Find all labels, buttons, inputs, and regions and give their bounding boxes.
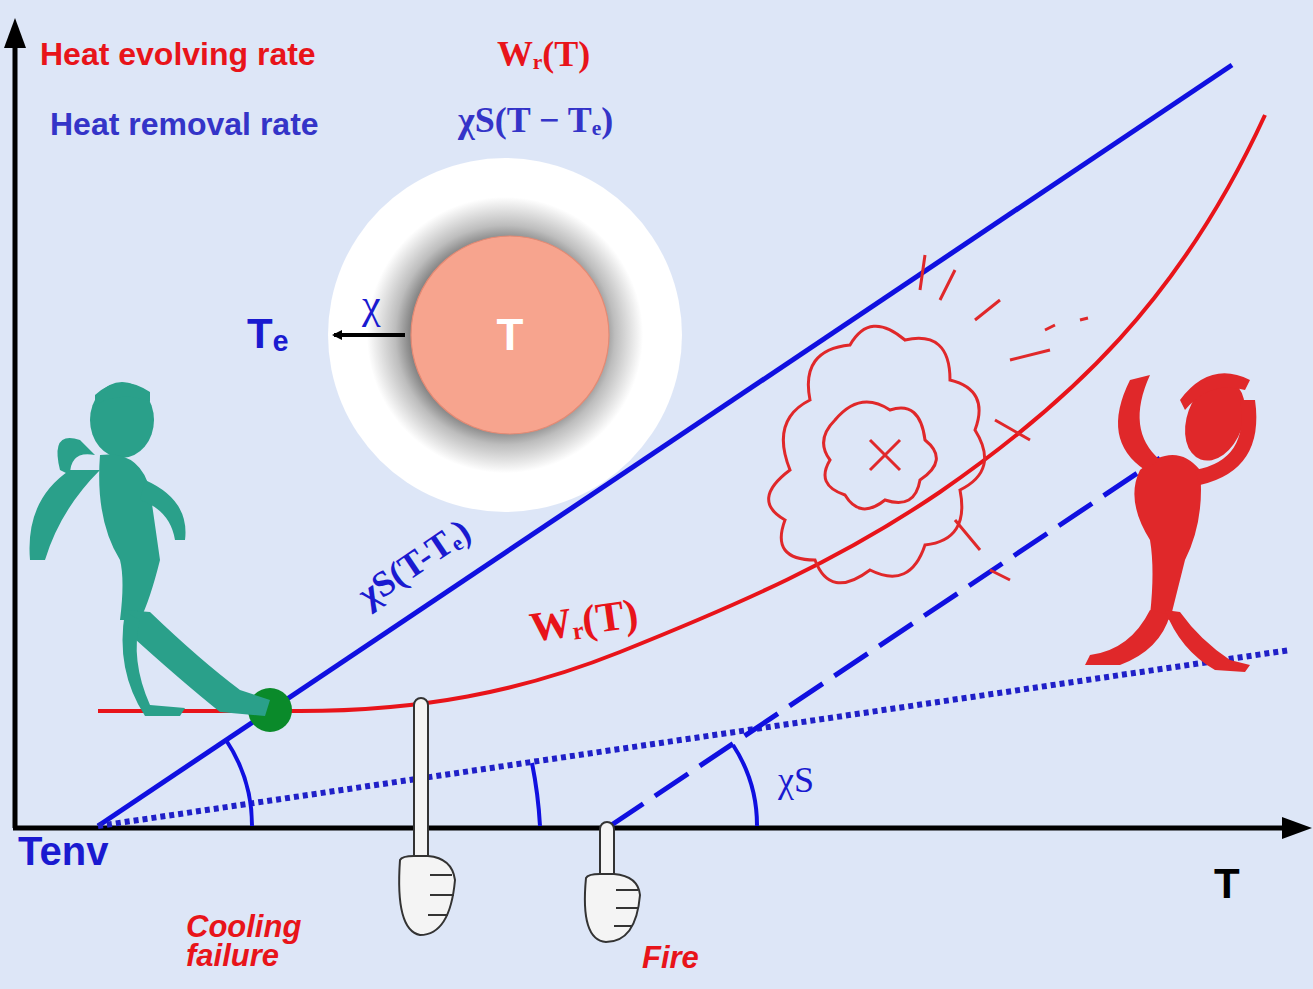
diagram-label: Wᵣ(T) [497,36,590,74]
pointing-hand [399,698,455,935]
heat-evolving-curve [98,115,1265,711]
node-text: T [497,310,524,360]
diagram-label: χS(T − Tₑ) [458,102,613,140]
diagram-label: χS [778,762,814,800]
diagram-label: χ [362,282,381,326]
diagram-label: Cooling failure [186,912,336,971]
diagram-label: Heat evolving rate [40,38,316,72]
diagram-label: Wᵣ(T) [527,591,641,650]
diagram-label: T [1214,862,1240,906]
heat-flux-arrow [334,333,405,337]
pointing-hand [585,822,640,942]
diagram-label: Tenv [18,830,108,872]
explosion-sketch [769,255,1088,583]
angle-arcs [226,740,757,826]
cooling-failure-line [98,650,1290,826]
diagram-label: Heat removal rate [50,108,319,142]
calm-figure [30,382,271,716]
fire-line [610,458,1160,826]
diagram-label: χS(T-Tₑ) [351,512,477,614]
glow-ring [328,158,682,512]
alarmed-figure [1085,371,1256,672]
heat-removal-line [98,65,1232,826]
axes [4,18,1312,839]
diagram-label: Fire [642,942,699,975]
hot-body-circle: T [410,235,610,435]
diagram-label: Tₑ [247,312,288,356]
